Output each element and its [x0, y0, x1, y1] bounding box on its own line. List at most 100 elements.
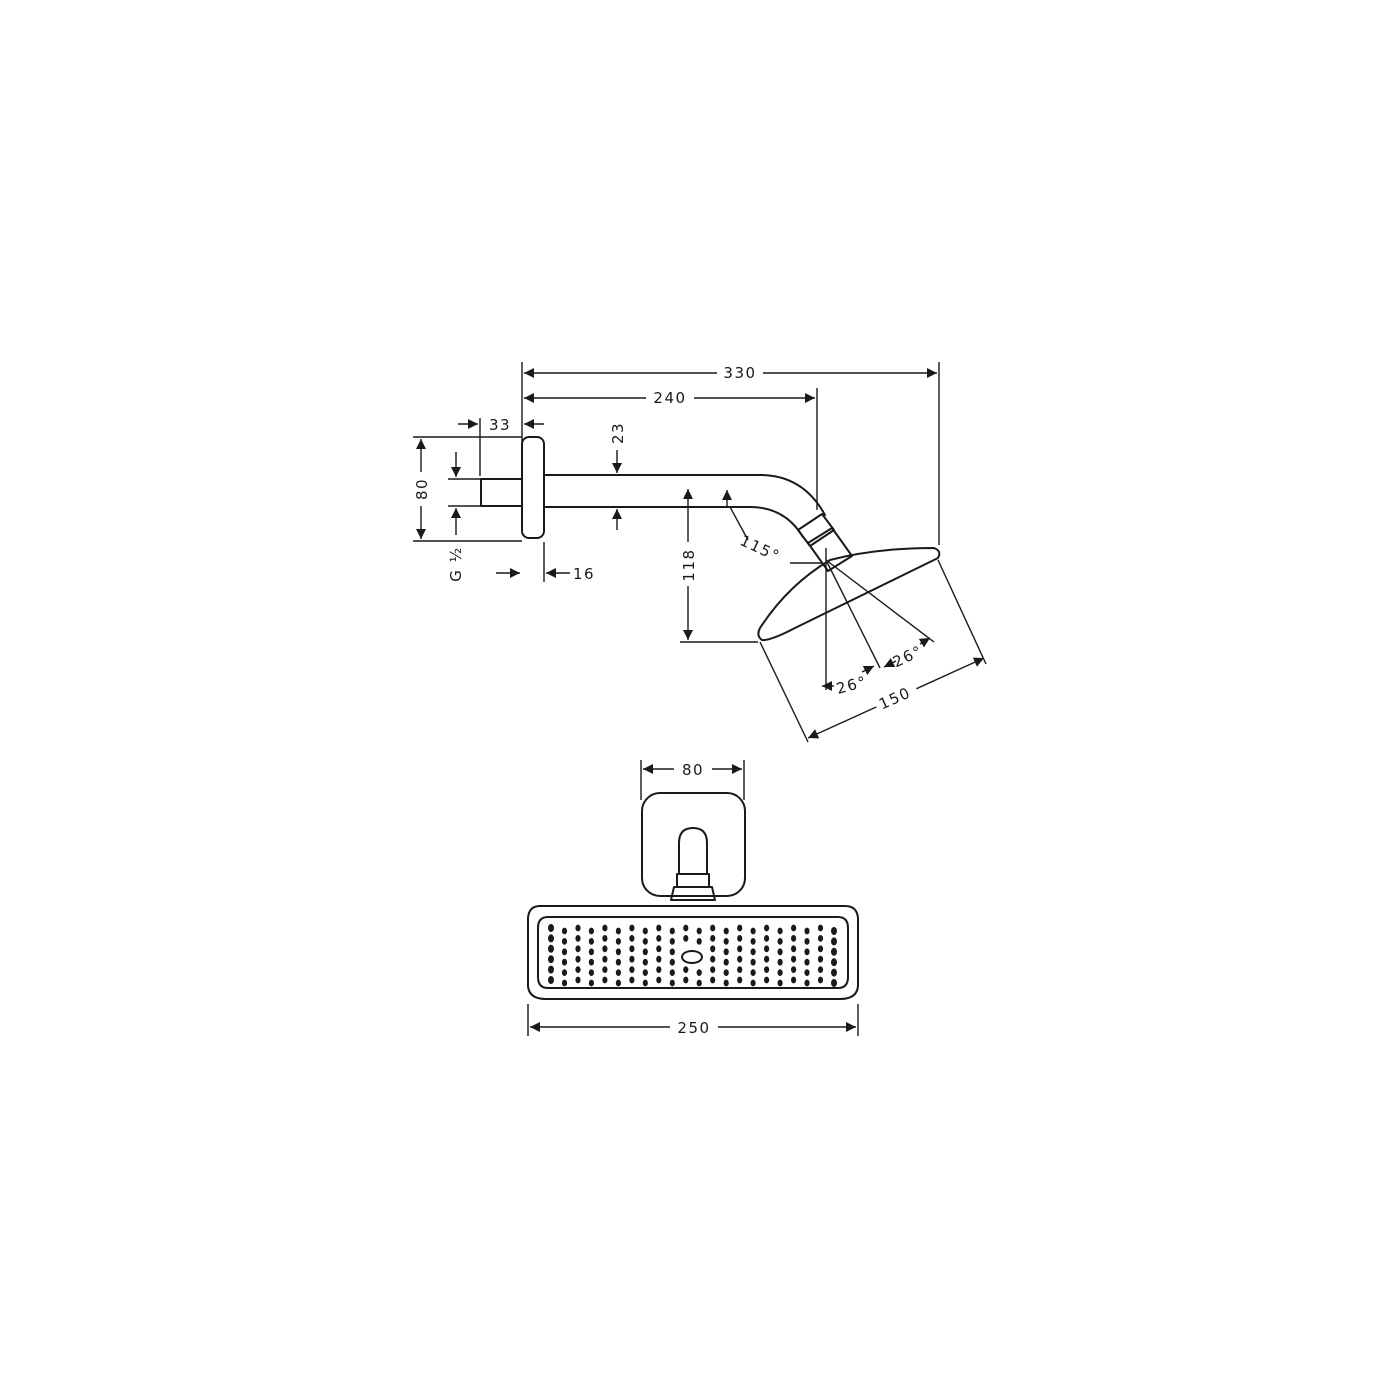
nozzle [629, 945, 635, 953]
nozzle [791, 955, 797, 963]
center-logo-icon [681, 950, 703, 964]
nozzle [588, 927, 595, 935]
swivel-front [670, 873, 716, 901]
nozzle [669, 979, 675, 987]
shower-head-front [527, 905, 859, 1000]
nozzle [669, 938, 675, 945]
nozzle [615, 979, 622, 987]
nozzle [723, 958, 729, 966]
nozzle [750, 979, 756, 987]
nozzle [656, 924, 662, 932]
extension-lines [413, 362, 987, 743]
nozzle [615, 958, 622, 966]
nozzle [831, 937, 837, 946]
nozzle [750, 938, 756, 945]
nozzle [764, 924, 770, 932]
nozzle [764, 966, 770, 973]
nozzle [696, 938, 702, 945]
nozzle [791, 966, 797, 973]
dim-33-label: 33 [489, 416, 511, 434]
dim-23-label: 23 [609, 422, 627, 444]
nozzle [737, 976, 743, 984]
nozzle [656, 945, 662, 953]
nozzle [710, 935, 716, 942]
nozzle [804, 948, 810, 956]
nozzle [777, 948, 783, 956]
nozzle [548, 976, 554, 984]
nozzle [588, 958, 595, 966]
dim-115-angle-label: 115° [737, 531, 783, 565]
wall-flange [521, 436, 545, 539]
nozzle [615, 948, 622, 956]
nozzle [710, 966, 716, 973]
shower-head-side [757, 547, 941, 642]
nozzle [777, 938, 783, 945]
nozzle [642, 927, 648, 935]
nozzle [764, 976, 770, 984]
spray-face-outline [537, 916, 849, 989]
nozzle [683, 924, 689, 932]
nozzle [804, 969, 810, 976]
nozzle [629, 976, 635, 984]
nozzle [777, 958, 783, 966]
nozzle [804, 979, 810, 987]
nozzle [669, 948, 675, 956]
nozzle [669, 969, 675, 976]
nozzle [723, 969, 729, 976]
nozzle [791, 924, 797, 932]
dim-26-left-label: 26° [834, 672, 869, 697]
nozzle [588, 938, 595, 945]
nozzle [817, 945, 824, 953]
nozzle [723, 927, 729, 935]
dim-thread-label: G ½ [447, 546, 465, 581]
nozzle [777, 979, 783, 987]
nozzle [831, 968, 837, 977]
nozzle [642, 958, 648, 966]
nozzle [669, 958, 675, 966]
nozzle [710, 955, 716, 963]
nozzle [831, 927, 837, 935]
nozzle [817, 966, 824, 973]
nozzle [602, 945, 608, 953]
nozzle [710, 976, 716, 984]
nozzle [575, 924, 581, 932]
nozzle [561, 948, 568, 956]
nozzle [723, 948, 729, 956]
dim-80-horizontal-label: 80 [682, 761, 704, 779]
shower-arm [543, 474, 826, 538]
nozzle [791, 945, 797, 953]
nozzle [548, 924, 554, 932]
dim-26-right-label: 26° [890, 642, 926, 671]
nozzle [683, 966, 689, 973]
nozzle [615, 927, 622, 935]
nozzle [588, 979, 595, 987]
nozzle [764, 955, 770, 963]
nozzle [669, 927, 675, 935]
nozzle [791, 976, 797, 984]
nozzle [804, 938, 810, 945]
nozzle [750, 969, 756, 976]
nozzle [696, 979, 702, 987]
nozzle [561, 958, 568, 966]
nozzle [710, 945, 716, 953]
nozzle [777, 969, 783, 976]
nozzle [737, 935, 743, 942]
nozzle [831, 958, 837, 967]
nozzle [696, 927, 702, 935]
nozzle [561, 979, 568, 987]
nozzle [561, 938, 568, 945]
nozzle [602, 955, 608, 963]
nozzle [629, 966, 635, 973]
nozzle [723, 938, 729, 945]
nozzle [548, 965, 554, 974]
nozzle [548, 934, 554, 943]
nozzle [575, 976, 581, 984]
nozzle [629, 955, 635, 963]
nozzle [602, 976, 608, 984]
nozzle [737, 945, 743, 953]
dim-16-label: 16 [573, 565, 595, 583]
nozzle [750, 958, 756, 966]
nozzle [750, 948, 756, 956]
dim-240-label: 240 [653, 389, 686, 407]
